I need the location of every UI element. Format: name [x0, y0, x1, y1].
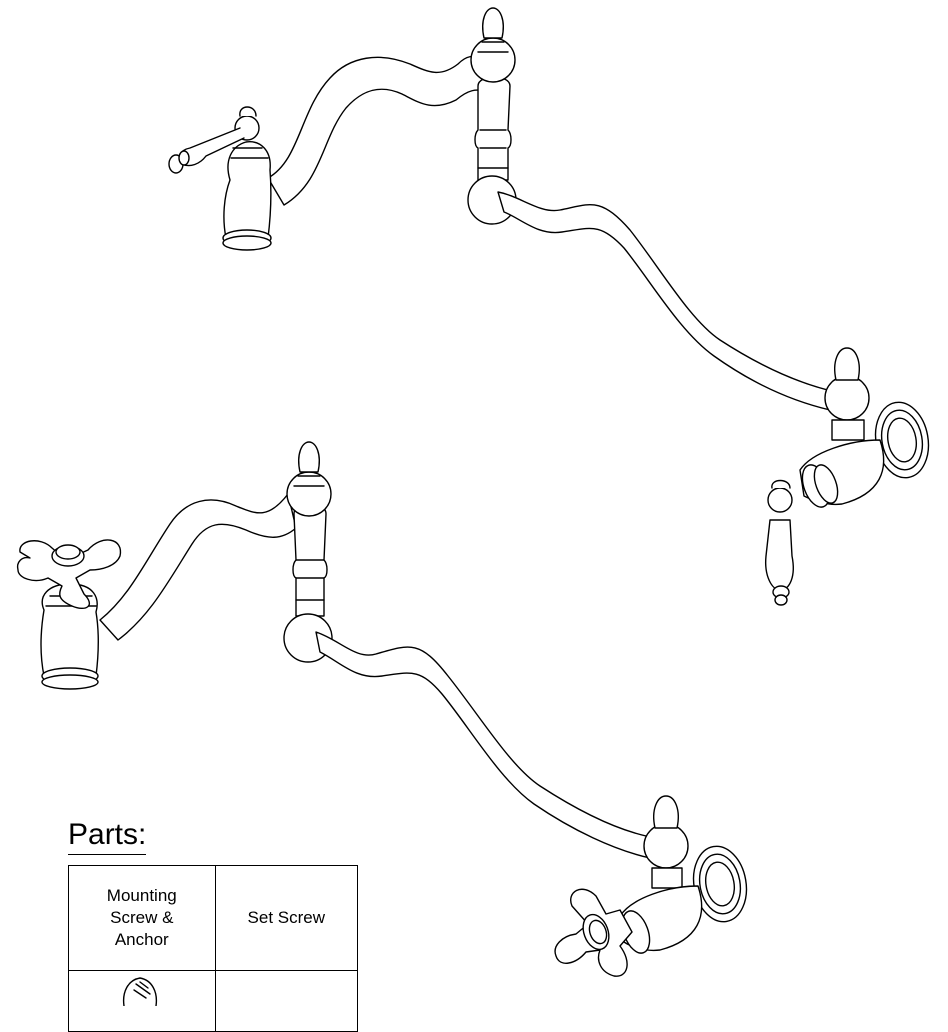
parts-column-mounting-screw: Mounting Screw & Anchor: [68, 865, 216, 971]
pot-filler-lever-handle: [168, 7, 930, 606]
parts-heading: Parts:: [68, 818, 147, 855]
parts-table: Mounting Screw & Anchor Set Screw: [68, 865, 359, 1032]
parts-column-set-screw: Set Screw: [214, 865, 359, 971]
pot-filler-cross-handle: [16, 441, 748, 977]
set-screw-cell: [214, 970, 359, 1032]
faucet-drawing: [16, 7, 930, 1006]
mounting-screw-cell: [68, 970, 216, 1032]
